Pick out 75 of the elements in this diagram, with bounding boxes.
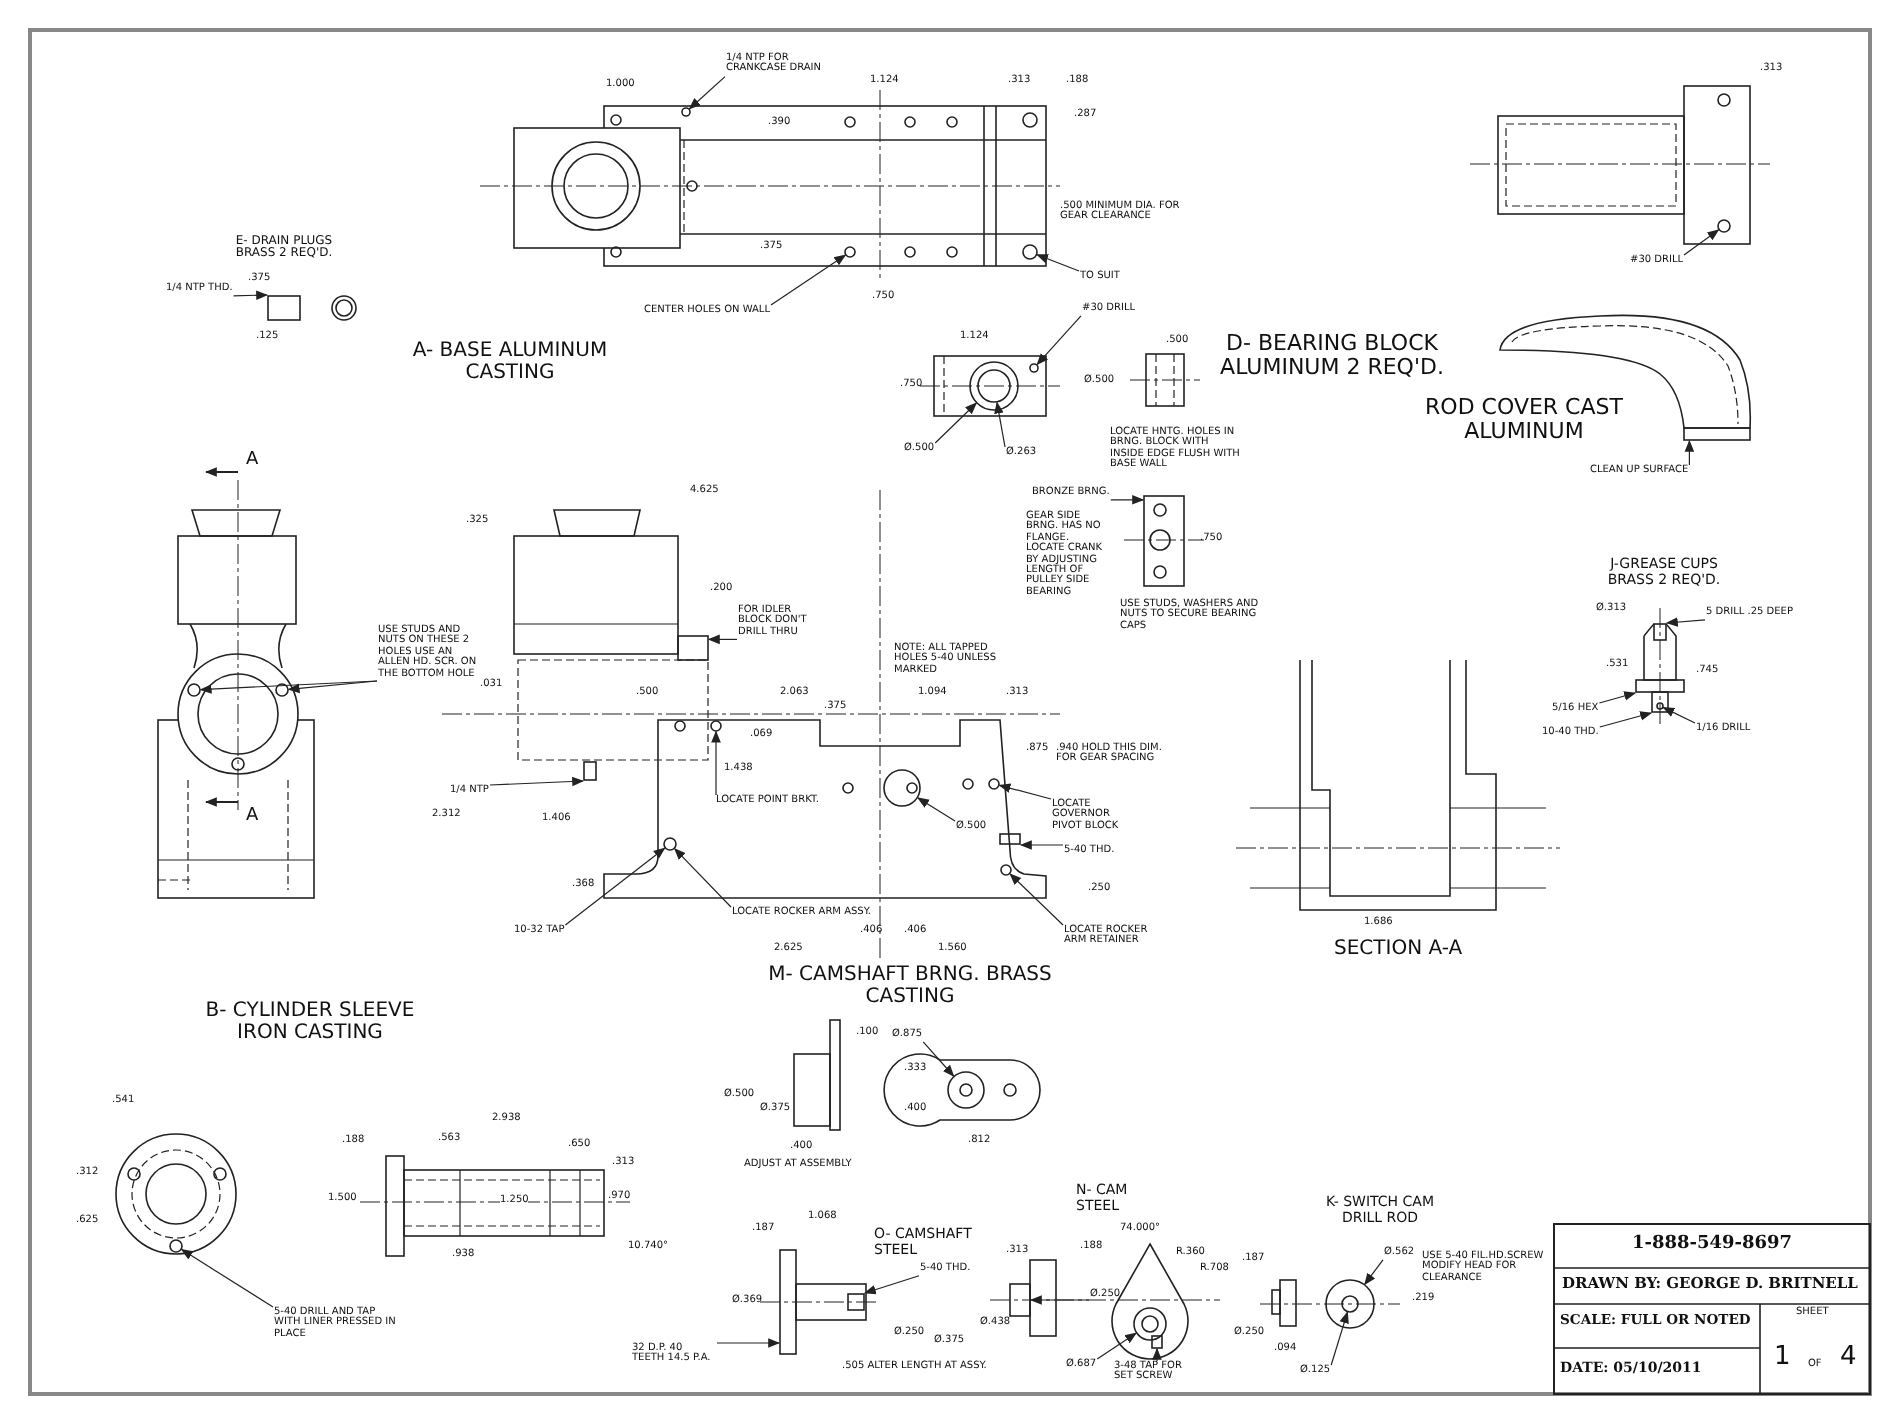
part-title: D- BEARING BLOCK ALUMINUM 2 REQ'D.	[1218, 332, 1446, 380]
leader-line	[489, 776, 585, 787]
leader-line	[1036, 315, 1082, 366]
title-block-text: 4	[1840, 1344, 1857, 1373]
hub	[1133, 1307, 1167, 1341]
leader-line	[922, 1041, 955, 1077]
leader-line	[564, 847, 666, 926]
leader-line	[1029, 1295, 1090, 1305]
leader-line	[863, 1275, 920, 1295]
drain-plug	[267, 295, 301, 321]
stud-hole	[275, 683, 289, 697]
shaft	[1009, 1283, 1031, 1317]
leader-line	[1096, 1332, 1137, 1360]
leader-line	[716, 1338, 781, 1348]
leader-line	[1684, 439, 1695, 466]
leader-line	[233, 290, 269, 301]
leader-line	[688, 76, 726, 110]
leader-line	[1599, 711, 1653, 728]
leader-line	[1683, 229, 1720, 256]
idler-block-boss	[677, 635, 709, 661]
hole	[1022, 244, 1038, 260]
leader-line	[998, 783, 1052, 800]
leader-line	[707, 634, 738, 645]
leader-line	[180, 1248, 274, 1308]
hex-flats	[1635, 679, 1685, 693]
leader-line	[1019, 840, 1064, 850]
leader-line	[934, 402, 978, 444]
leader-line	[287, 680, 378, 694]
leader-line	[673, 847, 732, 908]
machined-face	[1683, 427, 1751, 441]
tapped-hole	[847, 1293, 865, 1311]
tapped-hole	[663, 837, 677, 851]
bore	[969, 361, 1019, 411]
leader-line	[1662, 707, 1696, 724]
tapped-hole	[681, 107, 691, 117]
tapped-hole	[999, 833, 1021, 845]
bore	[883, 769, 921, 807]
hole	[1029, 363, 1039, 373]
leader-line	[711, 730, 721, 796]
leader-line	[1330, 1311, 1349, 1366]
tapped-port	[583, 761, 597, 781]
hole	[710, 720, 722, 732]
gear-flange	[779, 1249, 797, 1355]
title-block-text: 1-888-549-8697	[1629, 1236, 1795, 1256]
leader-line	[1364, 1259, 1384, 1286]
leader-line	[1598, 691, 1637, 704]
cam-disc	[1325, 1279, 1375, 1329]
section-letter: A	[246, 452, 259, 472]
leader-line	[1036, 254, 1080, 272]
leader-line	[1152, 1347, 1162, 1362]
bearing-cap	[1143, 495, 1185, 587]
leader-line	[994, 401, 1006, 448]
hole	[1000, 864, 1012, 876]
leader-line	[1110, 495, 1145, 505]
part-title: A- BASE ALUMINUM CASTING	[410, 342, 610, 386]
title-block-text: 1	[1774, 1344, 1791, 1373]
view-title: SECTION A-A	[1334, 940, 1463, 962]
part-title: M- CAMSHAFT BRNG. BRASS CASTING	[766, 966, 1054, 1010]
stud-hole	[187, 683, 201, 697]
part-title: B- CYLINDER SLEEVE IRON CASTING	[203, 1002, 417, 1046]
hole	[1717, 219, 1731, 233]
leader-line	[199, 680, 378, 694]
part-title: ROD COVER CAST ALUMINUM	[1424, 396, 1624, 444]
leader-line	[1009, 873, 1064, 926]
tapped-hole	[1151, 1335, 1163, 1349]
tapped-hole	[169, 1239, 183, 1253]
leader-line	[1665, 617, 1706, 627]
section-letter: A	[246, 808, 259, 828]
drilled-hole	[1653, 623, 1667, 641]
leader-line	[770, 254, 847, 306]
thread	[1651, 691, 1669, 713]
bolt-circle	[947, 1071, 985, 1109]
hole	[844, 246, 856, 258]
leader-line	[917, 797, 956, 822]
hole	[988, 778, 1000, 790]
